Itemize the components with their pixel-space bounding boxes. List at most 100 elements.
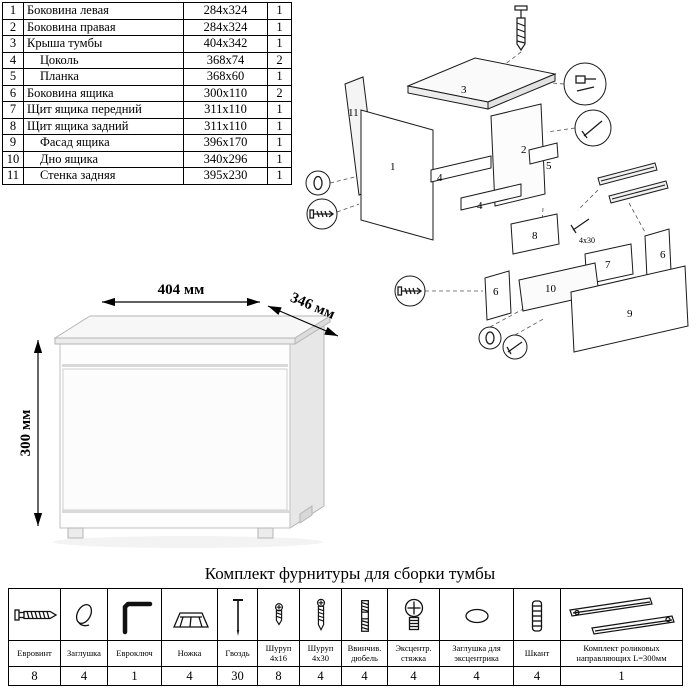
label-1: 1 xyxy=(390,161,396,173)
part-number: 11 xyxy=(2,167,24,185)
part-4-plinth-front xyxy=(430,155,492,183)
label-6a: 6 xyxy=(660,249,666,261)
label-8: 8 xyxy=(532,230,538,242)
hardware-qty: 1 xyxy=(560,666,683,686)
screw-4x30-icon xyxy=(316,598,325,631)
hardware-name: Заглушка для эксцентрика xyxy=(439,640,514,667)
part-size: 311х110 xyxy=(183,117,268,135)
hardware-qty: 4 xyxy=(60,666,108,686)
part-size: 368х74 xyxy=(183,51,268,69)
hardware-qty: 30 xyxy=(217,666,258,686)
table-row: 6 Боковина ящика 300х110 2 xyxy=(2,84,292,102)
part-5-plank xyxy=(528,142,559,165)
table-row: 11 Стенка задняя 395х230 1 xyxy=(2,167,292,185)
table-row: 7 Щит ящика передний 311х110 1 xyxy=(2,101,292,119)
hardware-icon-cell xyxy=(8,588,61,641)
part-qty: 1 xyxy=(267,117,292,135)
drawer-facade xyxy=(62,368,288,511)
part-name: Цоколь xyxy=(23,51,184,69)
table-row: 3 Крыша тумбы 404х342 1 xyxy=(2,35,292,53)
hardware-qty: 8 xyxy=(257,666,300,686)
part-3-top-panel xyxy=(406,57,557,110)
table-row: 9 Фасад ящика 396х170 1 xyxy=(2,134,292,152)
hardware-name: Евровинт xyxy=(8,640,61,667)
euroscrew-icon xyxy=(514,5,528,52)
hardware-table: Евровинт Заглушка Евроключ Ножка Гвоздь … xyxy=(8,588,683,686)
hardware-name: Эксцентр. стяжка xyxy=(387,640,440,667)
part-8-drawer-back-shield xyxy=(510,213,560,255)
part-qty: 2 xyxy=(267,51,292,69)
table-row: 8 Щит ящика задний 311х110 1 xyxy=(2,117,292,135)
part-2-right-side-panel xyxy=(490,103,546,207)
part-name: Планка xyxy=(23,68,184,86)
part-qty: 1 xyxy=(267,167,292,185)
leg xyxy=(67,527,84,539)
fitting-glyphs xyxy=(309,75,603,355)
hardware-name: Ножка xyxy=(161,640,218,667)
screw-icon xyxy=(570,218,590,234)
leg xyxy=(299,505,313,524)
part-name: Боковина ящика xyxy=(23,84,184,102)
part-qty: 1 xyxy=(267,150,292,168)
cap-icon xyxy=(75,603,93,626)
leg xyxy=(257,527,274,539)
part-qty: 2 xyxy=(267,84,292,102)
label-2: 2 xyxy=(521,144,527,156)
label-11: 11 xyxy=(348,107,359,119)
leg-icon xyxy=(172,611,209,628)
part-size: 368х60 xyxy=(183,68,268,86)
part-qty: 1 xyxy=(267,2,292,20)
hardware-icon-cell xyxy=(257,588,300,641)
depth-dimension-arrow xyxy=(267,305,339,337)
hardware-icon-cell xyxy=(439,588,514,641)
hardware-qty: 4 xyxy=(299,666,342,686)
wooden-dowel-icon xyxy=(531,599,543,632)
part-6-drawer-side-left xyxy=(484,270,512,321)
part-labels: 3 1 2 11 4 4 5 8 7 6 6 10 9 4х30 xyxy=(348,84,666,320)
part-qty: 1 xyxy=(267,35,292,53)
table-row: 10 Дно ящика 340х296 1 xyxy=(2,150,292,168)
label-4b: 4 xyxy=(477,200,483,212)
cam-cap-icon xyxy=(464,608,489,623)
part-name: Крыша тумбы xyxy=(23,35,184,53)
part-number: 10 xyxy=(2,150,24,168)
hardware-name: Шуруп 4х30 xyxy=(299,640,342,667)
assembled-product-drawing: 404 мм 346 мм 300 мм xyxy=(18,282,339,548)
exploded-assembly-diagram: 3 1 2 11 4 4 5 8 7 6 6 10 9 4х30 xyxy=(305,5,689,360)
label-7: 7 xyxy=(605,259,611,271)
hardware-name: Заглушка xyxy=(60,640,108,667)
nightstand xyxy=(53,315,332,548)
part-size: 311х110 xyxy=(183,101,268,119)
drawer-slides-icon xyxy=(568,596,675,635)
hardware-icon-cell xyxy=(560,588,683,641)
part-number: 3 xyxy=(2,35,24,53)
part-number: 7 xyxy=(2,101,24,119)
part-name: Боковина правая xyxy=(23,18,184,36)
label-9: 9 xyxy=(627,308,633,320)
label-10: 10 xyxy=(545,283,557,295)
part-9-drawer-facade xyxy=(570,265,689,353)
part-1-left-side-panel xyxy=(360,109,434,241)
hex-key-icon xyxy=(122,601,152,634)
hardware-qty: 1 xyxy=(107,666,162,686)
label-4a: 4 xyxy=(437,172,443,184)
part-number: 4 xyxy=(2,51,24,69)
part-qty: 1 xyxy=(267,101,292,119)
hardware-icon-cell xyxy=(161,588,218,641)
part-name: Боковина левая xyxy=(23,2,184,20)
screw-size-note: 4х30 xyxy=(579,236,595,245)
hardware-names-row: Евровинт Заглушка Евроключ Ножка Гвоздь … xyxy=(8,640,683,667)
part-size: 300х110 xyxy=(183,84,268,102)
hardware-icon-cell xyxy=(217,588,258,641)
hardware-name: Шуруп 4х16 xyxy=(257,640,300,667)
part-name: Фасад ящика xyxy=(23,134,184,152)
part-qty: 1 xyxy=(267,134,292,152)
part-size: 396х170 xyxy=(183,134,268,152)
part-number: 8 xyxy=(2,117,24,135)
part-qty: 1 xyxy=(267,68,292,86)
parts-table: 1 Боковина левая 284х324 1 2 Боковина пр… xyxy=(2,2,292,185)
hardware-icon-cell xyxy=(299,588,342,641)
hardware-quantities-row: 8 4 1 4 30 8 4 4 4 4 4 1 xyxy=(8,666,683,686)
hardware-qty: 4 xyxy=(387,666,440,686)
part-number: 2 xyxy=(2,18,24,36)
